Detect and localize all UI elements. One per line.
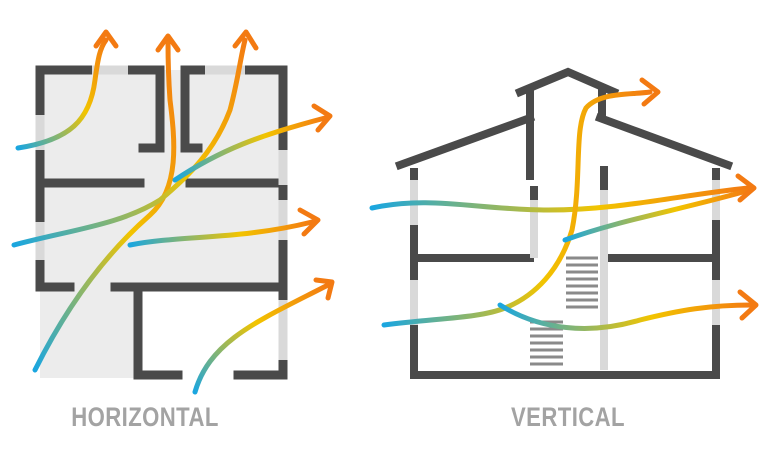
horizontal-airflow [11,37,331,395]
vertical-airflow [369,89,755,331]
arrowhead-icon [639,77,759,321]
airflow-path [127,219,315,248]
horizontal-floor-plan [11,29,335,395]
vertical-house-section [369,67,759,379]
vertical-caption: VERTICAL [511,402,625,432]
horizontal-caption: HORIZONTAL [71,402,219,432]
section-walls [394,67,734,379]
airflow-path [562,187,753,243]
arrowhead-icon [93,29,335,301]
airflow-path [172,115,328,183]
staircase-icon [530,256,598,366]
airflow-path [15,37,109,151]
airflow-path [192,282,331,395]
airflow-path [11,37,248,248]
airflow-path [497,302,755,331]
airflow-path [369,185,751,213]
airflow-path [381,89,653,328]
